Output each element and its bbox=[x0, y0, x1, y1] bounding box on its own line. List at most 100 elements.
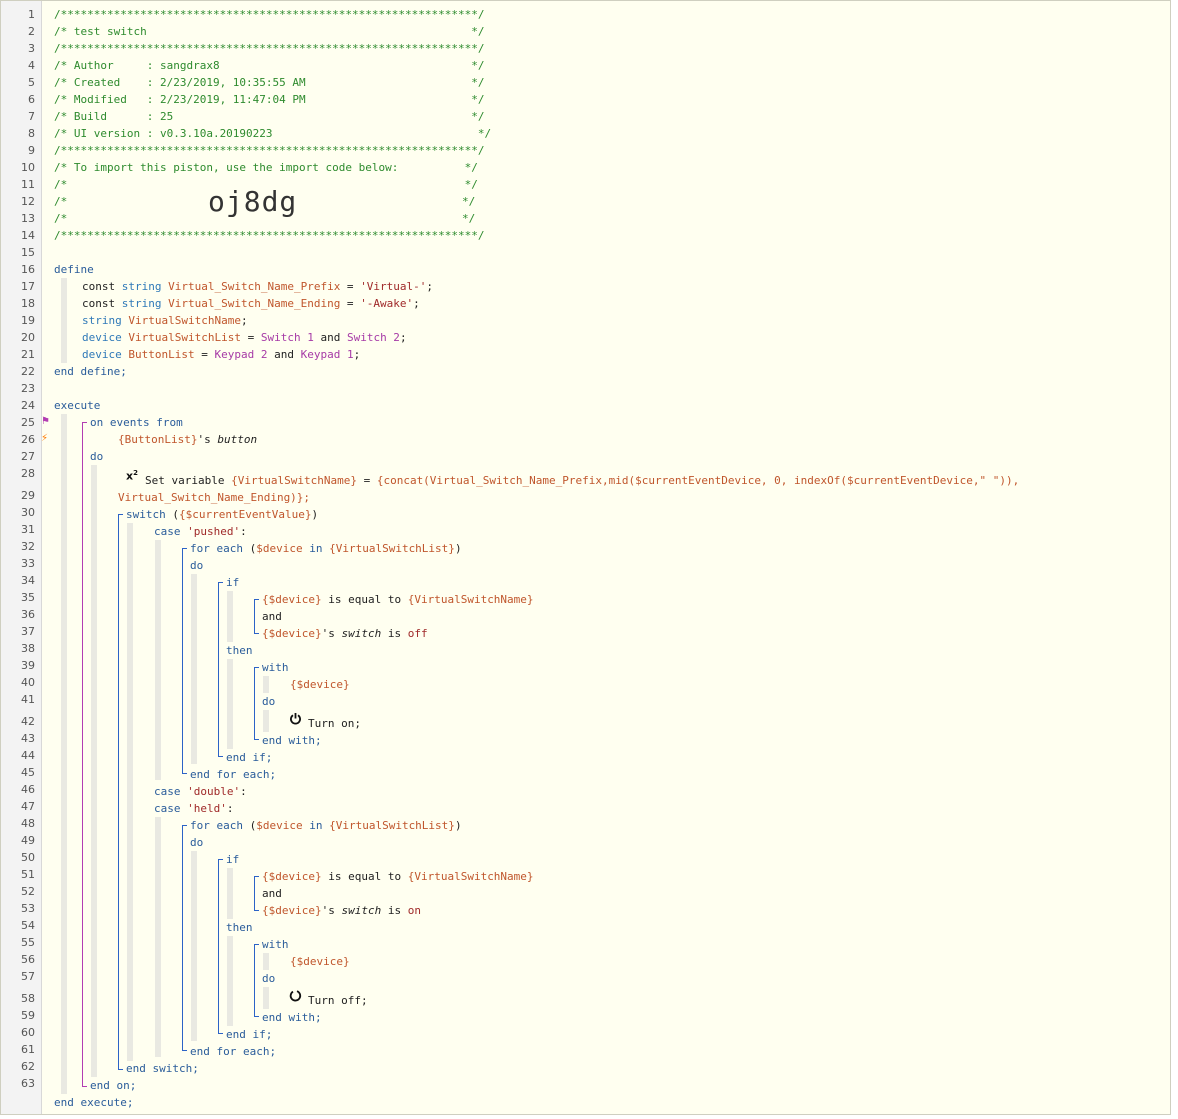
comment-blank: /* */ bbox=[54, 178, 478, 191]
switch-statement[interactable]: switch ({$currentEventValue}) bbox=[126, 508, 319, 521]
condition-operator[interactable]: and bbox=[262, 610, 282, 623]
with-keyword[interactable]: with bbox=[262, 938, 289, 951]
condition-operator[interactable]: and bbox=[262, 887, 282, 900]
command-turn-off[interactable]: Turn off; bbox=[308, 994, 368, 1007]
then-keyword: then bbox=[226, 921, 253, 934]
bracket-cap bbox=[218, 582, 223, 583]
indent-guide bbox=[191, 574, 197, 764]
line-number-gutter bbox=[1, 1, 42, 1114]
power-off-icon bbox=[289, 990, 302, 1002]
with-device[interactable]: {$device} bbox=[290, 955, 350, 968]
line-number: 54 bbox=[21, 919, 35, 932]
line-number: 26 bbox=[21, 433, 35, 446]
line-number: 9 bbox=[28, 144, 35, 157]
trigger-statement[interactable]: {ButtonList}'s button bbox=[118, 433, 258, 446]
indent-guide bbox=[227, 868, 233, 919]
bracket-cap bbox=[254, 876, 259, 877]
condition[interactable]: {$device} is equal to {VirtualSwitchName… bbox=[262, 593, 534, 606]
define-statement[interactable]: string VirtualSwitchName; bbox=[82, 314, 248, 327]
case-held[interactable]: case 'held': bbox=[154, 802, 234, 815]
on-events-keyword[interactable]: on events from bbox=[90, 416, 183, 429]
bracket-cap bbox=[182, 773, 187, 774]
bracket-cap bbox=[254, 667, 259, 668]
line-number: 45 bbox=[21, 766, 35, 779]
condition[interactable]: {$device} is equal to {VirtualSwitchName… bbox=[262, 870, 534, 883]
with-device[interactable]: {$device} bbox=[290, 678, 350, 691]
comment-border: /***************************************… bbox=[54, 144, 485, 157]
line-number: 51 bbox=[21, 868, 35, 881]
define-statement[interactable]: const string Virtual_Switch_Name_Prefix … bbox=[82, 280, 434, 293]
set-variable-statement[interactable]: Set variable {VirtualSwitchName} = {conc… bbox=[145, 474, 1020, 487]
power-on-icon bbox=[290, 713, 301, 725]
end-for-each-keyword: end for each; bbox=[190, 768, 277, 781]
end-if-keyword: end if; bbox=[226, 751, 273, 764]
line-number: 21 bbox=[21, 348, 35, 361]
for-each-statement[interactable]: for each ($device in {VirtualSwitchList}… bbox=[190, 819, 462, 832]
bracket-cap bbox=[218, 859, 223, 860]
bracket-cap bbox=[254, 633, 259, 634]
case-pushed[interactable]: case 'pushed': bbox=[154, 525, 247, 538]
bracket-cap bbox=[182, 1050, 187, 1051]
with-do-keyword: do bbox=[262, 972, 276, 985]
line-number: 52 bbox=[21, 885, 35, 898]
line-number: 29 bbox=[21, 489, 35, 502]
line-number: 22 bbox=[21, 365, 35, 378]
condition[interactable]: {$device}'s switch is on bbox=[262, 904, 421, 917]
for-each-statement[interactable]: for each ($device in {VirtualSwitchList}… bbox=[190, 542, 462, 555]
comment-title: /* test switch */ bbox=[54, 25, 485, 38]
if-keyword[interactable]: if bbox=[226, 576, 240, 589]
define-statement[interactable]: device ButtonList = Keypad 2 and Keypad … bbox=[82, 348, 361, 361]
if-keyword[interactable]: if bbox=[226, 853, 240, 866]
end-with-keyword: end with; bbox=[262, 1011, 322, 1024]
line-number: 41 bbox=[21, 693, 35, 706]
end-execute-keyword: end execute; bbox=[54, 1096, 134, 1109]
line-number: 47 bbox=[21, 800, 35, 813]
bracket-cap bbox=[118, 514, 123, 515]
with-keyword[interactable]: with bbox=[262, 661, 289, 674]
line-number: 38 bbox=[21, 642, 35, 655]
line-number: 37 bbox=[21, 625, 35, 638]
comment-blank-open: /* bbox=[54, 195, 68, 208]
line-number: 15 bbox=[21, 246, 35, 259]
math-x2-icon: x2 bbox=[126, 469, 138, 483]
condition-group-bracket bbox=[254, 876, 255, 910]
end-define-keyword: end define; bbox=[54, 365, 127, 378]
indent-guide bbox=[227, 659, 233, 749]
line-number: 56 bbox=[21, 953, 35, 966]
comment-ui-version: /* UI version : v0.3.10a.20190223 */ bbox=[54, 127, 492, 140]
line-number: 44 bbox=[21, 749, 35, 762]
line-number: 43 bbox=[21, 732, 35, 745]
line-number: 14 bbox=[21, 229, 35, 242]
indent-guide bbox=[61, 414, 67, 1094]
comment-created: /* Created : 2/23/2019, 10:35:55 AM */ bbox=[54, 76, 485, 89]
define-keyword: define bbox=[54, 263, 94, 276]
comment-import-hint: /* To import this piston, use the import… bbox=[54, 161, 478, 174]
bracket-cap bbox=[254, 1016, 259, 1017]
command-turn-on[interactable]: Turn on; bbox=[308, 717, 361, 730]
line-number: 30 bbox=[21, 506, 35, 519]
line-number: 49 bbox=[21, 834, 35, 847]
line-number: 33 bbox=[21, 557, 35, 570]
line-number: 1 bbox=[28, 8, 35, 21]
bracket-cap bbox=[218, 1033, 223, 1034]
indent-guide bbox=[191, 851, 197, 1041]
define-statement[interactable]: device VirtualSwitchList = Switch 1 and … bbox=[82, 331, 407, 344]
line-number: 40 bbox=[21, 676, 35, 689]
line-number: 35 bbox=[21, 591, 35, 604]
comment-blank-open: /* bbox=[54, 212, 68, 225]
line-number: 58 bbox=[21, 992, 35, 1005]
case-double[interactable]: case 'double': bbox=[154, 785, 247, 798]
line-number: 13 bbox=[21, 212, 35, 225]
line-number: 39 bbox=[21, 659, 35, 672]
trigger-bolt-icon: ⚡ bbox=[41, 433, 49, 444]
line-number: 17 bbox=[21, 280, 35, 293]
bracket-cap bbox=[254, 910, 259, 911]
line-number: 6 bbox=[28, 93, 35, 106]
import-code[interactable]: oj8dg bbox=[208, 185, 298, 218]
end-if-keyword: end if; bbox=[226, 1028, 273, 1041]
define-statement[interactable]: const string Virtual_Switch_Name_Ending … bbox=[82, 297, 420, 310]
line-number: 48 bbox=[21, 817, 35, 830]
line-number: 8 bbox=[28, 127, 35, 140]
indent-guide bbox=[263, 710, 269, 732]
condition[interactable]: {$device}'s switch is off bbox=[262, 627, 428, 640]
